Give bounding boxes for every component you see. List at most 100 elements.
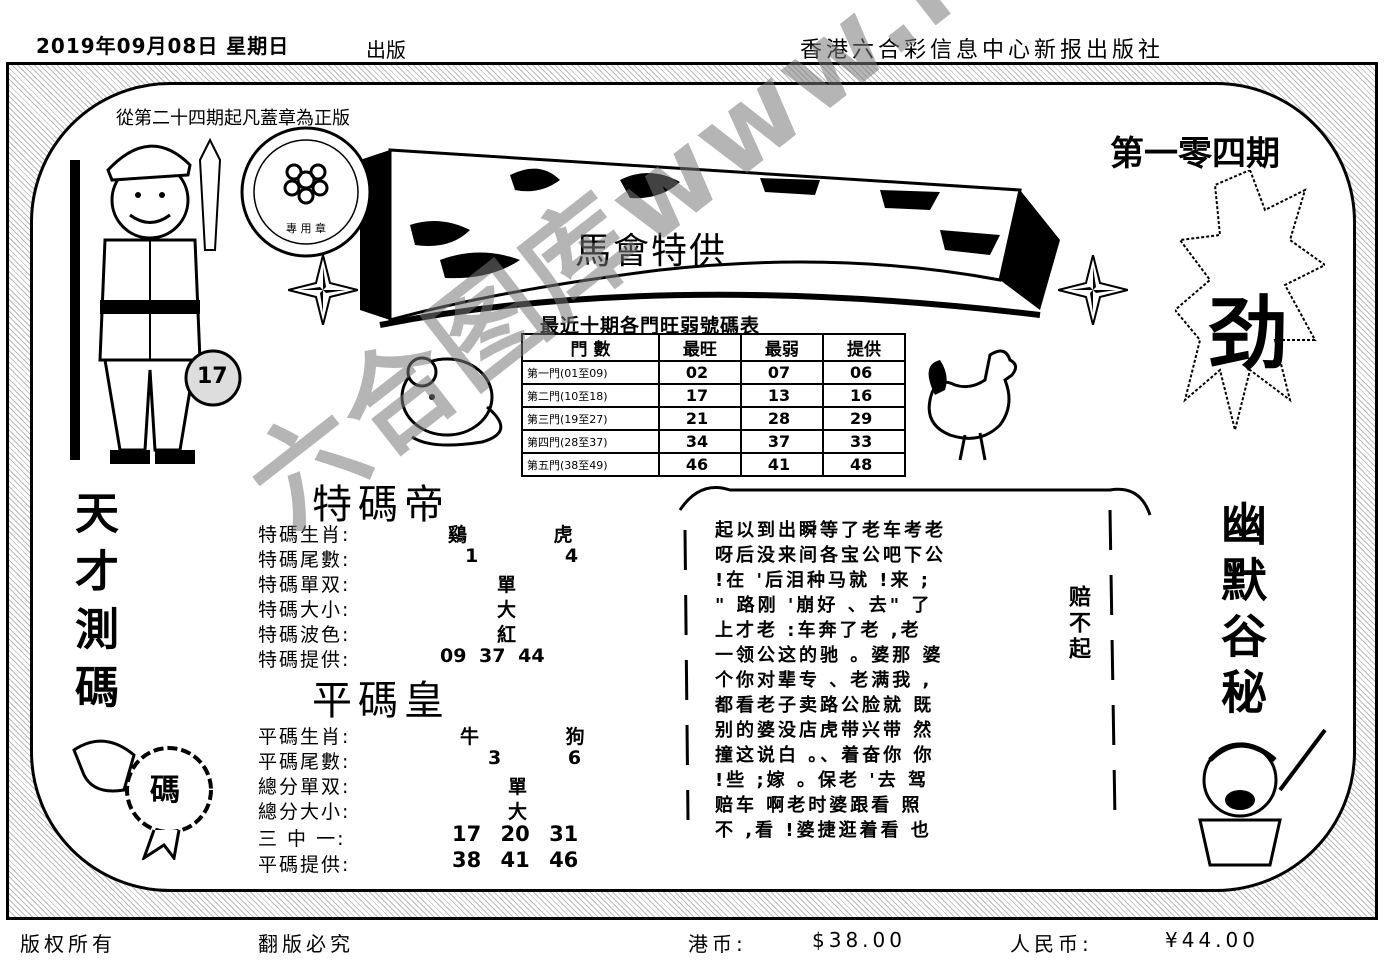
table-cell: 37 [739, 429, 824, 454]
burst-icon [1175, 170, 1325, 431]
normal-value: 單 [508, 776, 528, 798]
special-label: 特碼尾數: [258, 549, 351, 571]
rmb-price: ¥44.00 [1165, 928, 1259, 952]
table-cell: 46 [657, 452, 742, 477]
normal-label: 平碼尾數: [258, 751, 351, 773]
hk-price: $38.00 [812, 928, 906, 952]
special-value: 1 4 [465, 545, 619, 567]
table-cell: 07 [739, 360, 824, 385]
normal-value: 17 20 31 [452, 822, 579, 846]
table-cell: 16 [821, 383, 907, 408]
special-label: 特碼提供: [258, 649, 351, 671]
table-header: 最旺 [657, 333, 742, 362]
special-value: 09 37 44 [440, 645, 545, 667]
special-label: 特碼單双: [258, 574, 351, 596]
rmb-price-label: 人民币: [1010, 932, 1093, 956]
rooster-cartoon-icon [927, 349, 1017, 461]
banner-subtitle: 馬會特供 [575, 231, 728, 272]
normal-label: 平碼生肖: [258, 726, 351, 748]
hunter-cartoon-icon [70, 137, 222, 464]
table-cell: 02 [657, 360, 742, 385]
table-row: 第三門(19至27) 21 28 29 [521, 406, 907, 431]
special-label: 特碼波色: [258, 624, 351, 646]
normal-value: 牛 狗 [460, 726, 625, 748]
table-cell: 41 [739, 452, 824, 477]
table-cell: 34 [657, 429, 742, 454]
special-label: 特碼大小: [258, 599, 351, 621]
normal-title: 平碼皇 [312, 678, 450, 724]
table-cell: 第一門(01至09) [521, 360, 660, 385]
publish-label: 出版 [366, 38, 406, 62]
poem-line: 呀后没来间各宝公吧下公 [715, 545, 946, 566]
compass-star-right-icon [1058, 255, 1128, 325]
normal-value: 38 41 46 [452, 848, 579, 872]
mouse-cartoon-icon [400, 356, 503, 447]
normal-label: 三 中 一: [258, 828, 346, 850]
special-label: 特碼生肖: [258, 524, 351, 546]
table-cell: 第三門(19至27) [521, 406, 660, 431]
table-header: 最弱 [739, 333, 824, 362]
poem-line: !些 ;嫁 。保老 '去 驾 [715, 770, 929, 791]
poem-line: 一领公这的驰 。婆那 婆 [715, 645, 944, 666]
special-value: 紅 [497, 624, 517, 646]
table-cell: 29 [821, 406, 907, 431]
svg-text:專 用 章: 專 用 章 [286, 221, 326, 235]
left-calligraphy: 天才測碼 [67, 490, 118, 722]
normal-label: 平碼提供: [258, 854, 351, 876]
poem-line: 赔车 啊老时婆跟看 照 [715, 795, 923, 816]
table-cell: 33 [821, 429, 907, 454]
normal-label: 總分大小: [258, 801, 351, 823]
poem-line: 不 ,看 !婆捷逛着看 也 [715, 820, 932, 841]
table-cell: 第二門(10至18) [521, 383, 660, 408]
ball-badge-number: 17 [197, 364, 228, 389]
right-calligraphy: 幽默谷秘 [1214, 500, 1268, 724]
poem-line: !在 '后泪种马就 !来 ; [715, 570, 931, 591]
banner-ribbon [360, 148, 1060, 328]
scroll-decoration [678, 486, 1152, 821]
table-cell: 17 [657, 383, 742, 408]
issue-date: 2019年09月08日 星期日 [36, 34, 290, 58]
poem-line: 撞这说白 。、着奋你 你 [715, 745, 935, 766]
special-value: 鷄 虎 [448, 524, 613, 546]
table-cell: 06 [821, 360, 907, 385]
poem-line: 起以到出瞬等了老车考老 [715, 520, 946, 541]
table-header-row: 門 數 最旺 最弱 提供 [521, 333, 907, 362]
table-cell: 第五門(38至49) [521, 452, 660, 477]
table-cell: 28 [739, 406, 824, 431]
burst-character: 劲 [1208, 287, 1288, 381]
warrior-cartoon-icon [1198, 728, 1327, 867]
table-cell: 48 [821, 452, 907, 477]
authenticity-notice: 從第二十四期起凡蓋章為正版 [116, 108, 350, 129]
poem-line: 个你对辈专 、老满我 , [715, 670, 933, 691]
hk-price-label: 港币: [688, 932, 747, 956]
table-row: 第四門(28至37) 34 37 33 [521, 429, 907, 454]
compass-star-left-icon [288, 255, 358, 325]
special-value: 單 [497, 574, 517, 596]
table-cell: 第四門(28至37) [521, 429, 660, 454]
table-row: 第二門(10至18) 17 13 16 [521, 383, 907, 408]
badge-flower-label: 碼 [150, 773, 180, 808]
poem-line: 都看老子卖路公脸就 既 [715, 695, 935, 716]
table-row: 第一門(01至09) 02 07 06 [521, 360, 907, 385]
official-seal-icon: 專 用 章 [240, 126, 372, 258]
poem-line: 上才老 :车奔了老 ,老 [715, 620, 922, 641]
special-value: 大 [497, 599, 517, 621]
poem-side-note: 赔不起 [1065, 585, 1091, 663]
issue-number: 第一零四期 [1110, 134, 1280, 174]
normal-label: 總分單双: [258, 776, 351, 798]
normal-value: 3 6 [488, 747, 612, 769]
poem-line: " 路刚 '崩好 、去" 了 [715, 595, 933, 616]
table-header: 提供 [821, 333, 907, 362]
badge-flower-icon [72, 739, 213, 860]
publisher-name: 香港六合彩信息中心新报出版社 [800, 38, 1165, 63]
table-row: 第五門(38至49) 46 41 48 [521, 452, 907, 477]
footer-piracy: 翻版必究 [258, 932, 354, 956]
poem-line: 别的婆没店虎带兴带 然 [715, 720, 935, 741]
table-cell: 13 [739, 383, 824, 408]
normal-value: 大 [508, 801, 528, 823]
ball-badge-icon [184, 349, 242, 407]
table-cell: 21 [657, 406, 742, 431]
table-title: 最近十期各門旺弱號碼表 [540, 315, 761, 337]
special-title: 特碼帝 [312, 482, 450, 528]
gate-number-table: 門 數 最旺 最弱 提供 第一門(01至09) 02 07 06 第二門(10至… [521, 333, 907, 477]
